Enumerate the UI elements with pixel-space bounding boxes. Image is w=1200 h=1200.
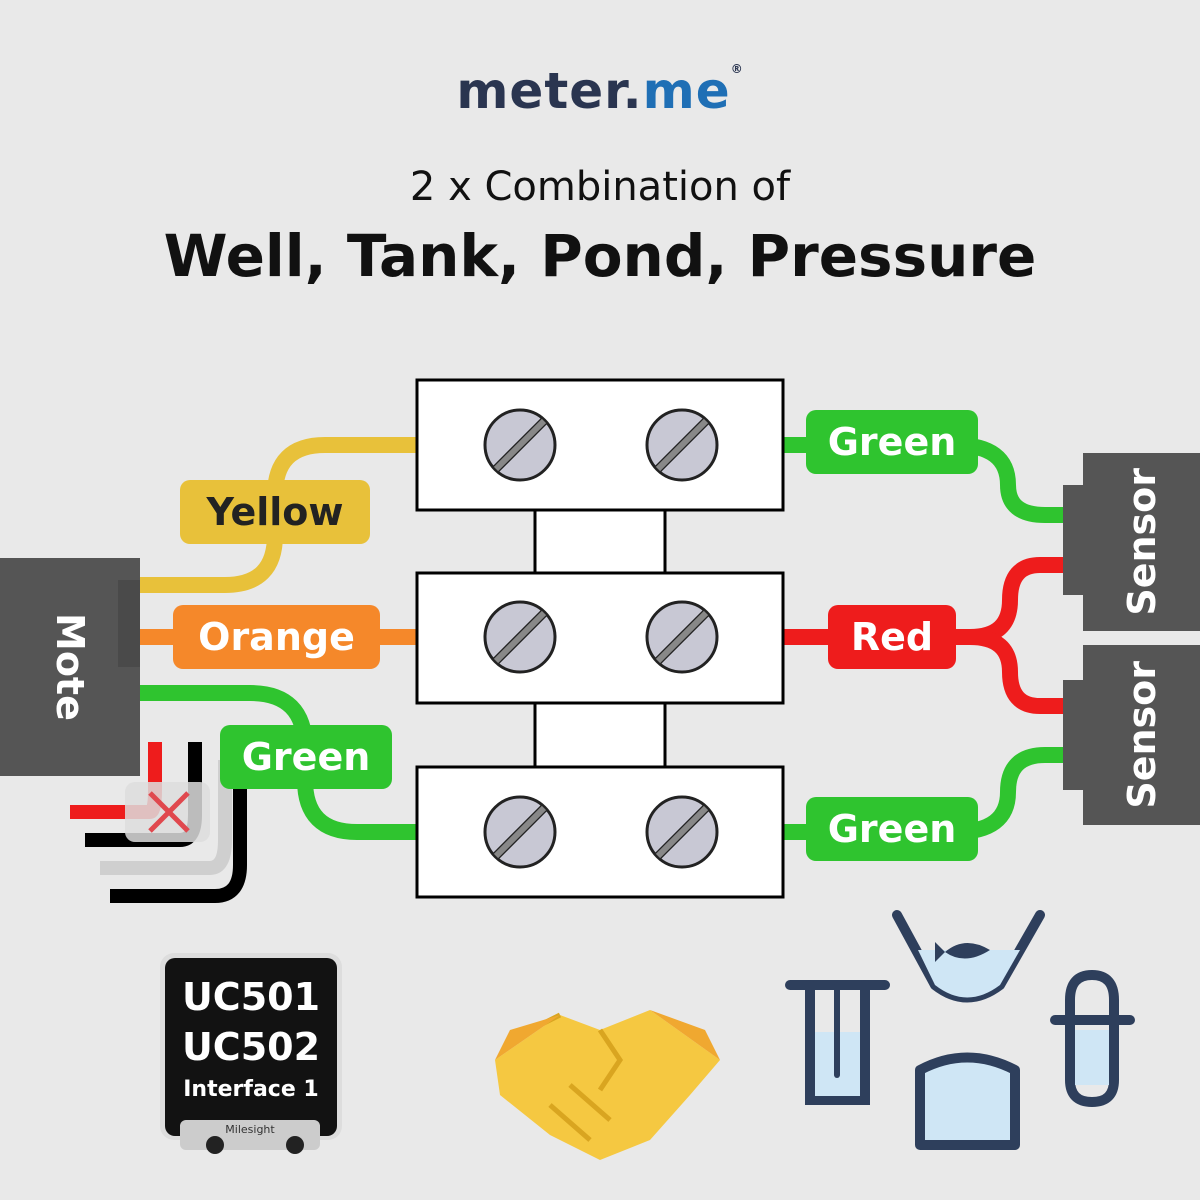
device-interface: Interface 1 — [183, 1077, 319, 1102]
device-brand: Milesight — [225, 1123, 275, 1136]
mote-label: Mote — [48, 613, 92, 721]
device-model-2: UC502 — [181, 1025, 321, 1069]
device-image — [160, 953, 342, 1154]
well-icon — [785, 980, 890, 1105]
logo-accent: me — [642, 62, 731, 120]
red-wire-split-bottom — [969, 629, 1065, 714]
pressure-icon — [1050, 969, 1135, 1108]
pond-fish-icon — [892, 910, 1045, 1003]
handshake-icon — [495, 1010, 720, 1160]
terminal-block — [415, 378, 785, 899]
wire-label-green-bottom-right: Green — [806, 797, 978, 861]
subtitle: 2 x Combination of — [409, 164, 791, 210]
sensor-1-connector — [1063, 485, 1085, 595]
terminal-screw-icon — [483, 408, 719, 869]
close-icon — [148, 791, 190, 833]
sensor-2-connector — [1063, 680, 1085, 790]
logo-main: meter. — [456, 62, 643, 120]
page-title: Well, Tank, Pond, Pressure — [163, 222, 1037, 290]
mote-connector — [118, 580, 140, 667]
wire-label-red: Red — [828, 605, 956, 669]
mote-box: Mote — [0, 558, 140, 776]
wire-label-yellow: Yellow — [180, 480, 370, 544]
logo-mark: ® — [730, 62, 744, 76]
sensor-label-2: Sensor — [1119, 661, 1164, 809]
wire-label-green-left: Green — [220, 725, 392, 789]
wire-label-green-top-right: Green — [806, 410, 978, 474]
wire-label-orange: Orange — [173, 605, 380, 669]
red-wire-split-top — [969, 557, 1065, 645]
tank-icon — [915, 1052, 1020, 1150]
sensor-box-2: Sensor — [1083, 645, 1200, 825]
sensor-box-1: Sensor — [1083, 453, 1200, 631]
brand-logo: meter.me® — [0, 62, 1200, 120]
sensor-label-1: Sensor — [1119, 468, 1164, 616]
device-model-1: UC501 — [181, 975, 321, 1019]
